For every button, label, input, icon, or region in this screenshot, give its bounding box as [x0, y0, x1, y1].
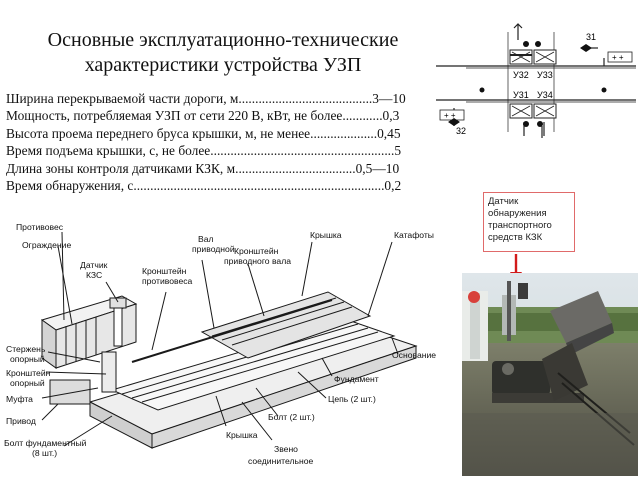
device-drawing: Противовес Ограждение Датчик КЗС Кронште…: [4, 222, 436, 466]
label-fundament: Фундамент: [334, 374, 379, 384]
page-title: Основные эксплуатационно-технические хар…: [14, 28, 432, 78]
label-kronshtein-protivovesa-2: противовеса: [142, 276, 193, 286]
lamp-top-right: [535, 41, 541, 47]
spec-power: Мощность, потребляемая УЗП от сети 220 В…: [6, 108, 400, 124]
sensor-callout: Датчик обнаружения транспортного средств…: [483, 192, 575, 252]
crossing-schematic: У32 У33 У31 У34 31 + + + + 32: [436, 23, 636, 138]
label-31: 31: [586, 32, 596, 42]
barrier-u33: [533, 49, 557, 65]
label-u32: У32: [513, 70, 529, 80]
post-top-left: [479, 87, 485, 93]
label-bolt-fund-2: (8 шт.): [32, 448, 57, 458]
spec-height: Высота проема переднего бруса крышки, м,…: [6, 125, 401, 141]
label-kronshtein-protivovesa-1: Кронштейн: [142, 266, 187, 276]
spec-detect-time: Время обнаружения, с....................…: [6, 178, 402, 194]
label-tsep: Цепь (2 шт.): [328, 394, 376, 404]
label-zveno-1: Звено: [274, 444, 298, 454]
label-plus-top: + +: [612, 53, 624, 62]
barrier-u34: [533, 103, 557, 119]
label-kronshtein-vala-2: приводного вала: [224, 256, 291, 266]
label-zveno-2: соединительное: [248, 456, 313, 466]
label-u34: У34: [537, 90, 553, 100]
sensor-post: [113, 305, 123, 347]
plus-top-box: [607, 51, 633, 63]
label-kronshtein-opor-2: опорный: [10, 378, 45, 388]
label-osnovanie: Основание: [392, 350, 436, 360]
sensor-photo: [462, 273, 638, 476]
label-kryshka-top: Крышка: [310, 230, 342, 240]
spec-width: Ширина перекрываемой части дороги, м....…: [6, 91, 406, 106]
drive: [49, 379, 91, 405]
label-u31: У31: [513, 90, 529, 100]
label-kronshtein-vala-1: Кронштейн: [234, 246, 279, 256]
post-bottom-right: [601, 87, 607, 93]
label-kronshtein-opor-1: Кронштейн: [6, 368, 51, 378]
specs-list: Ширина перекрываемой части дороги, м....…: [6, 90, 434, 194]
label-32: 32: [456, 126, 466, 136]
spec-zone-length: Длина зоны контроля датчиками КЗК, м....…: [6, 160, 400, 176]
label-datchik: Датчик: [80, 260, 108, 270]
label-val-1: Вал: [198, 234, 214, 244]
barrier-u31: [509, 103, 533, 119]
label-u33: У33: [537, 70, 553, 80]
title-line-1: Основные эксплуатационно-технические: [47, 29, 399, 51]
spec-lift-time: Время подъема крышки, с, не более.......…: [6, 143, 402, 159]
lamp-bottom-left: [523, 121, 529, 127]
title-line-2: характеристики устройства УЗП: [84, 54, 362, 76]
label-privod: Привод: [6, 416, 36, 426]
signal-31-icon: [580, 44, 592, 52]
label-sterzhen-1: Стержень: [6, 344, 46, 354]
barrier-u32: [509, 49, 533, 65]
signal-32-icon: [448, 118, 460, 126]
label-sterzhen-2: опорный: [10, 354, 45, 364]
lamp-bottom-right: [537, 121, 543, 127]
label-plus-bottom: + +: [444, 111, 456, 120]
label-bolt: Болт (2 шт.): [268, 412, 315, 422]
label-protivoves: Противовес: [16, 222, 64, 232]
label-bolt-fund-1: Болт фундаментный: [4, 438, 87, 448]
lamp-top-left: [523, 41, 529, 47]
label-kzs: КЗС: [86, 270, 102, 280]
label-val-2: приводной: [192, 244, 235, 254]
label-kryshka-bottom: Крышка: [226, 430, 258, 440]
label-mufta: Муфта: [6, 394, 33, 404]
label-ograzhdenie: Ограждение: [22, 240, 71, 250]
label-katafoty: Катафоты: [394, 230, 434, 240]
